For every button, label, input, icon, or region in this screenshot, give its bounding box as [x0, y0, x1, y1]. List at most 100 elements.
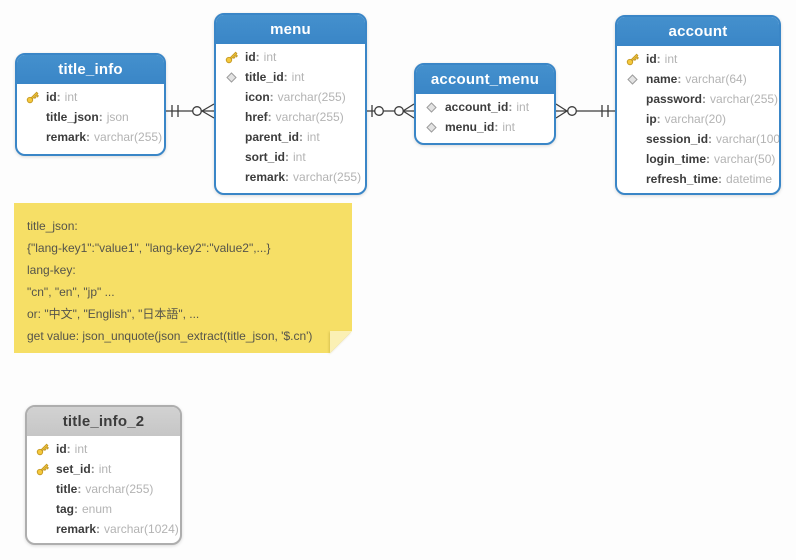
field-name: parent_id — [245, 130, 303, 144]
no-icon — [25, 110, 40, 125]
field-type: int — [516, 100, 530, 114]
field-name: menu_id — [445, 120, 498, 134]
field-row[interactable]: id int — [216, 47, 365, 67]
field-row[interactable]: menu_id int — [416, 117, 554, 137]
field-row[interactable]: title varchar(255) — [27, 479, 180, 499]
field-type: int — [98, 462, 112, 476]
field-list: id int title_json json remark varchar(25… — [17, 84, 164, 153]
field-row[interactable]: remark varchar(1024) — [27, 519, 180, 539]
field-row[interactable]: password varchar(255) — [617, 89, 779, 109]
table-title: title_info — [58, 61, 123, 78]
field-list: id int name varchar(64) password varchar… — [617, 46, 779, 193]
field-name: refresh_time — [646, 172, 722, 186]
entity-table-menu[interactable]: menu id int title_id int icon varchar(25… — [214, 13, 367, 195]
table-header[interactable]: account — [617, 17, 779, 46]
field-row[interactable]: refresh_time datetime — [617, 169, 779, 189]
field-type: varchar(255) — [293, 170, 362, 184]
key-icon — [25, 90, 40, 105]
field-name: title — [56, 482, 81, 496]
field-row[interactable]: title_json json — [17, 107, 164, 127]
no-icon — [224, 130, 239, 145]
note-line: title_json: — [27, 219, 78, 233]
field-name: password — [646, 92, 706, 106]
field-row[interactable]: id int — [617, 49, 779, 69]
field-row[interactable]: remark varchar(255) — [17, 127, 164, 147]
field-type: varchar(255) — [710, 92, 779, 106]
field-row[interactable]: name varchar(64) — [617, 69, 779, 89]
field-type: int — [307, 130, 320, 144]
note-line: "cn", "en", "jp" ... — [27, 285, 115, 299]
field-type: varchar(64) — [685, 72, 747, 86]
field-row[interactable]: icon varchar(255) — [216, 87, 365, 107]
field-type: json — [106, 110, 129, 124]
no-icon — [224, 150, 239, 165]
diamond-icon — [625, 72, 640, 87]
field-row[interactable]: sort_id int — [216, 147, 365, 167]
no-icon — [625, 92, 640, 107]
relationship-menu-account_menu[interactable] — [367, 103, 415, 119]
note-line: get value: json_unquote(json_extract(tit… — [27, 329, 313, 343]
field-row[interactable]: remark varchar(255) — [216, 167, 365, 187]
field-name: ip — [646, 112, 661, 126]
sticky-note[interactable]: title_json: {"lang-key1":"value1", "lang… — [14, 203, 352, 353]
key-icon — [625, 52, 640, 67]
field-row[interactable]: title_id int — [216, 67, 365, 87]
field-name: id — [46, 90, 61, 104]
table-header[interactable]: title_info_2 — [27, 407, 180, 436]
entity-table-account[interactable]: account id int name varchar(64) password… — [615, 15, 781, 195]
field-type: int — [291, 70, 305, 84]
relationship-title_info-menu[interactable] — [166, 103, 215, 119]
field-row[interactable]: id int — [27, 439, 180, 459]
field-row[interactable]: account_id int — [416, 97, 554, 117]
field-type: varchar(255) — [85, 482, 154, 496]
entity-table-title_info[interactable]: title_info id int title_json json remark… — [15, 53, 166, 156]
field-type: int — [74, 442, 88, 456]
field-type: varchar(50) — [714, 152, 776, 166]
table-title: menu — [270, 21, 311, 38]
field-row[interactable]: parent_id int — [216, 127, 365, 147]
no-icon — [224, 110, 239, 125]
field-type: datetime — [726, 172, 773, 186]
key-icon — [35, 462, 50, 477]
table-header[interactable]: menu — [216, 15, 365, 44]
field-type: enum — [82, 502, 113, 516]
no-icon — [35, 502, 50, 517]
table-header[interactable]: account_menu — [416, 65, 554, 94]
field-row[interactable]: session_id varchar(100) — [617, 129, 779, 149]
field-row[interactable]: href varchar(255) — [216, 107, 365, 127]
field-row[interactable]: set_id int — [27, 459, 180, 479]
diamond-icon — [424, 100, 439, 115]
table-header[interactable]: title_info — [17, 55, 164, 84]
relationship-account_menu-account[interactable] — [555, 103, 615, 119]
field-name: set_id — [56, 462, 95, 476]
entity-table-account_menu[interactable]: account_menu account_id int menu_id int — [414, 63, 556, 145]
table-title: account_menu — [430, 71, 540, 88]
field-name: tag — [56, 502, 78, 516]
field-row[interactable]: tag enum — [27, 499, 180, 519]
field-list: id int set_id int title varchar(255) tag… — [27, 436, 180, 543]
note-line: {"lang-key1":"value1", "lang-key2":"valu… — [27, 241, 271, 255]
field-name: account_id — [445, 100, 512, 114]
table-title: account — [668, 23, 728, 40]
field-type: varchar(100) — [716, 132, 781, 146]
field-row[interactable]: id int — [17, 87, 164, 107]
key-icon — [35, 442, 50, 457]
field-row[interactable]: ip varchar(20) — [617, 109, 779, 129]
no-icon — [35, 522, 50, 537]
field-name: session_id — [646, 132, 712, 146]
table-title: title_info_2 — [62, 413, 145, 430]
note-line: or: "中文", "English", "日本語", ... — [27, 307, 200, 321]
field-list: id int title_id int icon varchar(255) hr… — [216, 44, 365, 193]
field-type: varchar(255) — [94, 130, 163, 144]
no-icon — [35, 482, 50, 497]
no-icon — [224, 90, 239, 105]
field-row[interactable]: login_time varchar(50) — [617, 149, 779, 169]
entity-table-title_info_2[interactable]: title_info_2 id int set_id int title var… — [25, 405, 182, 545]
field-name: name — [646, 72, 681, 86]
no-icon — [625, 132, 640, 147]
field-list: account_id int menu_id int — [416, 94, 554, 143]
field-type: int — [502, 120, 516, 134]
field-name: id — [56, 442, 71, 456]
